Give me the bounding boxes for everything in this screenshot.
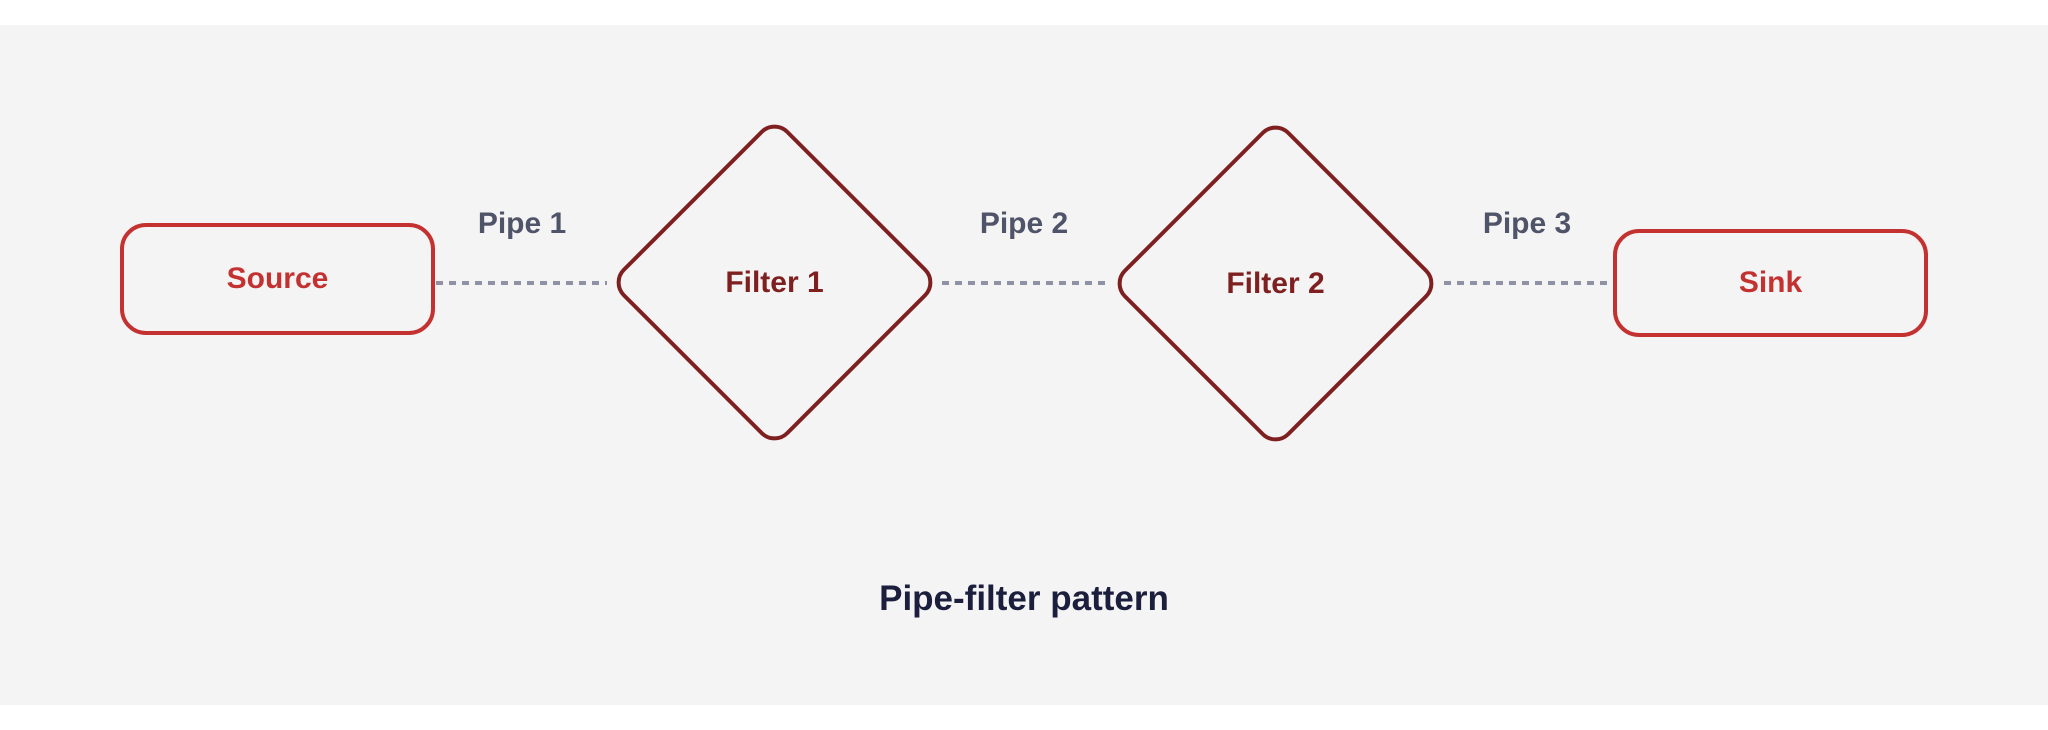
node-sink: Sink: [1613, 229, 1928, 337]
pipe-1-line: [436, 281, 607, 285]
node-filter-2-label: Filter 2: [1226, 266, 1325, 300]
node-filter-1-inner: Filter 1: [661, 169, 888, 396]
node-sink-label: Sink: [1738, 266, 1803, 299]
node-source: Source: [120, 223, 435, 335]
pipe-3-line: [1444, 281, 1611, 285]
node-filter-2-inner: Filter 2: [1162, 170, 1389, 397]
node-filter-1-label: Filter 1: [725, 265, 824, 299]
node-source-label: Source: [226, 262, 329, 295]
pipe-2-label: Pipe 2: [979, 207, 1069, 240]
diagram-canvas: [0, 25, 2048, 705]
pipe-2-line: [942, 281, 1106, 285]
pipe-3-label: Pipe 3: [1482, 207, 1572, 240]
pipe-1-label: Pipe 1: [477, 207, 567, 240]
diagram-title: Pipe-filter pattern: [879, 579, 1169, 618]
